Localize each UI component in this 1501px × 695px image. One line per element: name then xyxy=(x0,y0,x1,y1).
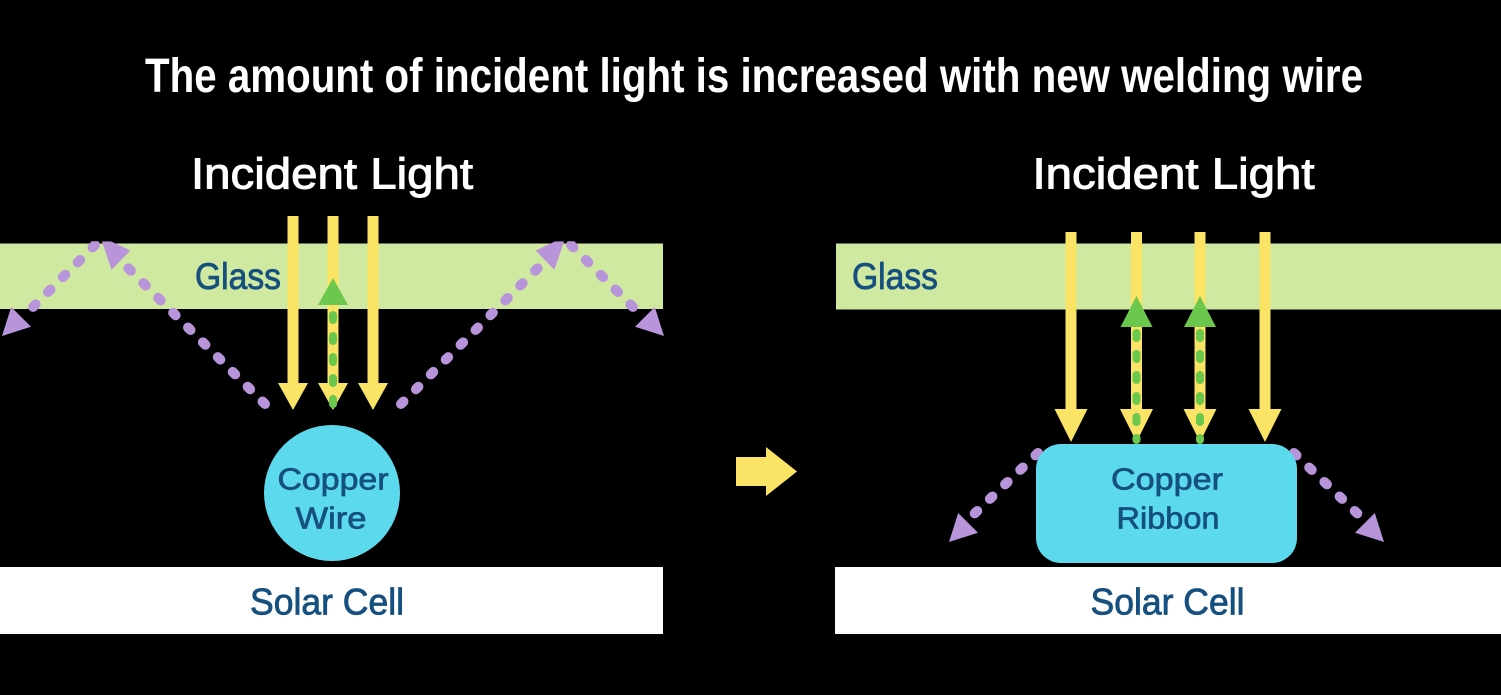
svg-text:Glass: Glass xyxy=(852,256,938,297)
svg-text:Ribbon: Ribbon xyxy=(1117,501,1220,536)
svg-text:Copper: Copper xyxy=(278,462,389,497)
svg-text:Solar Cell: Solar Cell xyxy=(250,582,404,623)
svg-text:Glass: Glass xyxy=(195,256,281,297)
svg-text:Incident Light: Incident Light xyxy=(191,150,473,199)
svg-text:Wire: Wire xyxy=(296,501,367,536)
svg-text:Incident Light: Incident Light xyxy=(1033,150,1315,199)
svg-text:Copper: Copper xyxy=(1111,462,1223,497)
svg-text:Solar Cell: Solar Cell xyxy=(1091,582,1245,623)
svg-text:The amount of incident light i: The amount of incident light is increase… xyxy=(145,50,1363,103)
